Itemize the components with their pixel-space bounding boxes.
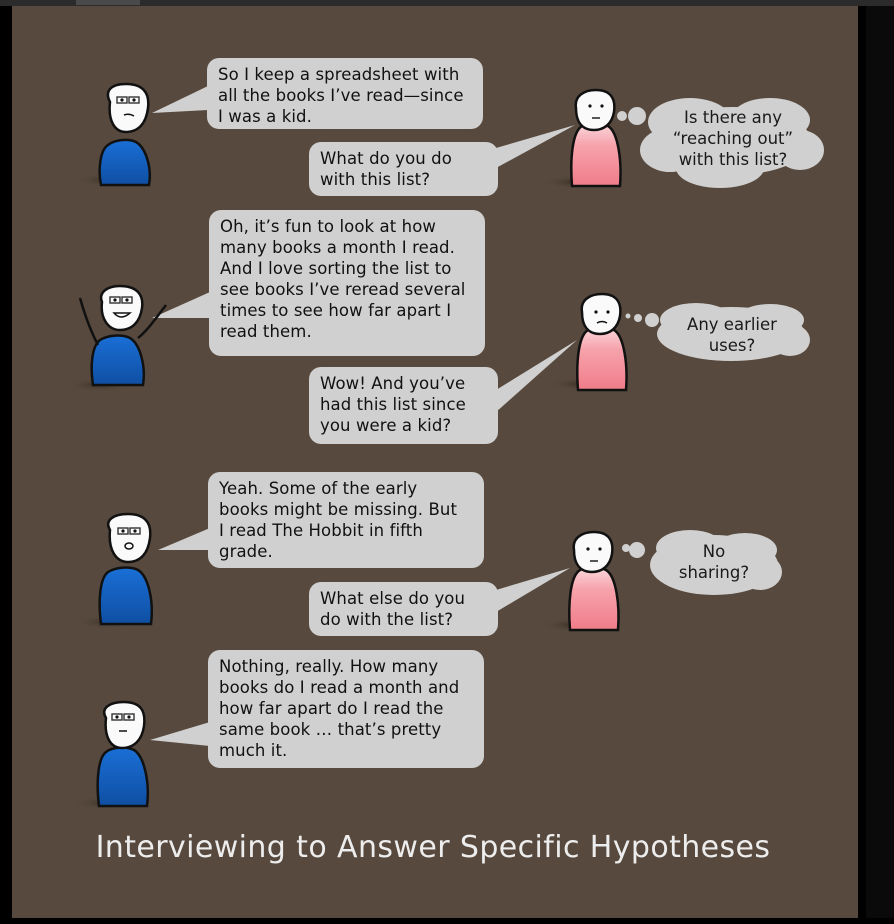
interviewee-figure-3: [74, 512, 153, 629]
tail-6: [496, 568, 570, 612]
interviewer-bubble-2: Wow! And you’ve had this list since you …: [309, 367, 498, 444]
tail-7: [150, 722, 210, 746]
thought-cloud-1: [617, 98, 824, 188]
tail-1: [152, 86, 208, 113]
thought-cloud-3: [622, 530, 782, 595]
comic-illustration: [66, 82, 824, 810]
interviewer-thought-1: Is there any “reaching out” with this li…: [672, 108, 794, 169]
thought-cloud-2: [625, 303, 810, 361]
interviewee-figure-2: [66, 284, 167, 392]
interviewee-figure-4: [72, 700, 149, 810]
interviewer-figure-2: [548, 292, 628, 392]
interviewee-bubble-2: Oh, it’s fun to look at how many books a…: [209, 210, 485, 356]
tail-4: [496, 340, 577, 412]
interviewee-bubble-3: Yeah. Some of the early books might be m…: [208, 472, 484, 568]
top-bar-tab: [76, 0, 140, 5]
interviewer-figure-1: [541, 88, 622, 189]
tail-2: [496, 125, 575, 168]
interviewee-bubble-4: Nothing, really. How many books do I rea…: [208, 650, 484, 768]
interviewee-figure-1: [74, 82, 151, 187]
interviewee-bubble-1: So I keep a spreadsheet with all the boo…: [207, 58, 483, 129]
thought-clouds: [617, 98, 824, 595]
interviewer-thought-3: No sharing?: [678, 542, 750, 582]
interviewer-figure-3: [540, 530, 620, 632]
caption-title: Interviewing to Answer Specific Hypothes…: [95, 830, 771, 865]
right-gap: [858, 6, 866, 918]
right-scroll-strip: [866, 6, 894, 918]
tail-5: [158, 528, 210, 550]
top-bar: [0, 0, 894, 6]
tail-3: [152, 292, 210, 318]
interviewer-thought-2: Any earlier uses?: [687, 315, 777, 355]
interviewer-bubble-3: What else do you do with the list?: [309, 582, 498, 636]
speech-tails: [150, 86, 577, 746]
interviewer-bubble-1: What do you do with this list?: [309, 142, 498, 196]
